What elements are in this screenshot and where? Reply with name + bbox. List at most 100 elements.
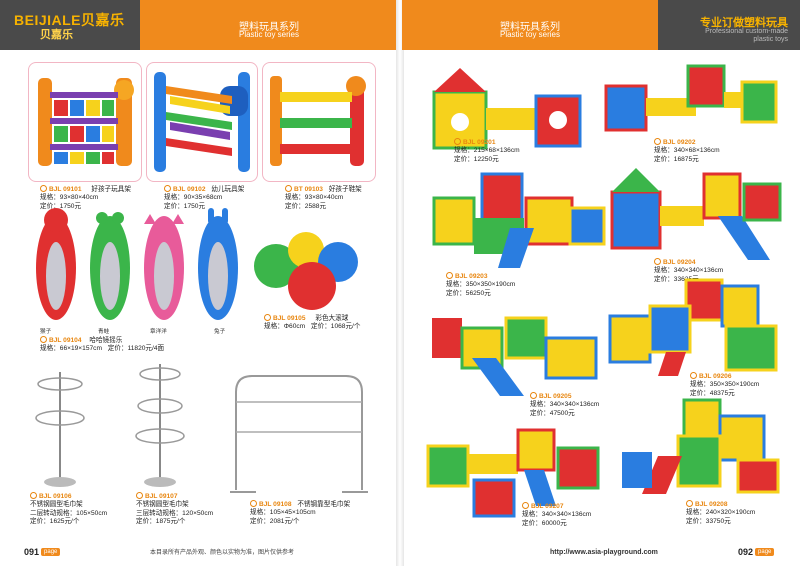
- product-spec: 规格：93×80×40cm: [40, 194, 99, 202]
- page-tag: page: [41, 547, 61, 556]
- towel-rack-3-image: [135, 364, 185, 487]
- custom-title-en: Professional custom-made plastic toys: [705, 28, 788, 43]
- product-code: BJL 09207: [522, 503, 564, 510]
- product-name: 不锈钢圆型毛巾架: [136, 501, 189, 509]
- product-caption: BJL 09202 规格：340×68×136cm 定价：16875元: [654, 138, 720, 164]
- product-spec: 规格：350×350×190cm: [446, 281, 516, 289]
- playhouse-slide-image: [608, 278, 778, 376]
- product-price: 定价：1625元/个: [30, 518, 80, 526]
- toy-shelf-image: [154, 72, 250, 172]
- shoe-rack-image: [270, 76, 366, 166]
- series-title-en: Plastic toy series: [238, 30, 300, 39]
- product-spec: 三层转动规格：120×50cm: [136, 509, 214, 517]
- mirror-label: 青蛙: [98, 329, 110, 335]
- product-caption: BJL 09102 幼儿玩具架 规格：90×35×68cm 定价：1750元: [164, 185, 244, 211]
- series-band-right: 塑料玩具系列 Plastic toy series: [402, 0, 658, 50]
- product-code: BT 09103: [285, 186, 323, 193]
- product-price: 定价：2081元/个: [250, 517, 300, 525]
- right-page: 塑料玩具系列 Plastic toy series 专业订做塑料玩具 Profe…: [402, 0, 800, 566]
- product-spec: 规格：340×340×136cm: [522, 511, 592, 519]
- page-gutter: [396, 0, 404, 566]
- product-code: BJL 09201: [454, 139, 496, 146]
- product-price: 定价：60000元: [522, 519, 567, 527]
- product-spec: 规格：93×80×40cm: [285, 194, 344, 202]
- website-url[interactable]: http://www.asia-playground.com: [550, 549, 658, 556]
- product-caption: BJL 09205 规格：340×340×136cm 定价：47500元: [530, 392, 599, 418]
- towel-rack-2-image: [35, 372, 85, 487]
- series-title-cn: 塑料玩具系列: [239, 22, 299, 33]
- product-spec: 规格：66×19×157cm: [40, 345, 102, 353]
- page-number: 091: [24, 546, 40, 557]
- product-caption: BJL 09201 规格：215×68×136cm 定价：12250元: [454, 138, 520, 164]
- product-code: BJL 09101: [40, 186, 82, 193]
- series-title-en: Plastic toy series: [499, 30, 561, 39]
- product-code: BJL 09104: [40, 337, 82, 344]
- product-code: BJL 09102: [164, 186, 206, 193]
- product-code: BJL 09205: [530, 393, 572, 400]
- product-spec: 规格：105×45×105cm: [250, 509, 316, 517]
- product-caption: BJL 09106 不锈钢圆型毛巾架 二层转动规格：105×50cm 定价：16…: [30, 492, 107, 527]
- page-number: 092: [738, 546, 754, 557]
- mirror-label: 兔子: [214, 329, 226, 335]
- product-name: 哈哈镜摇乐: [89, 337, 123, 344]
- playhouse-tunnel-long-image: [604, 64, 778, 132]
- product-spec: 规格：Φ60cm: [264, 323, 306, 331]
- product-spec: 规格：340×68×136cm: [654, 147, 720, 155]
- product-price: 定价：56250元: [446, 289, 491, 297]
- product-caption: BJL 09206 规格：350×350×190cm 定价：48375元: [690, 372, 759, 398]
- product-name: 不锈钢圆型毛巾架: [30, 501, 83, 509]
- product-frame: [262, 62, 376, 182]
- product-code: BJL 09108: [250, 501, 292, 508]
- product-code: BJL 09105: [264, 315, 306, 322]
- toy-shelf-image: [38, 78, 134, 166]
- product-spec: 二层转动规格：105×50cm: [30, 509, 108, 517]
- product-name: 幼儿玩具架: [211, 186, 245, 193]
- colored-balls-image: [254, 232, 358, 310]
- product-caption: BJL 09107 不锈钢圆型毛巾架 三层转动规格：120×50cm 定价：18…: [136, 492, 213, 527]
- product-spec: 规格：340×340×136cm: [654, 267, 724, 275]
- playhouse-slide-image: [432, 172, 606, 268]
- brand-sub: 贝嘉乐: [40, 29, 73, 41]
- playhouse-slide-image: [426, 428, 600, 518]
- product-name: 好孩子鞋架: [328, 186, 362, 193]
- product-spec: 规格：350×350×190cm: [690, 381, 760, 389]
- product-code: BJL 09208: [686, 501, 728, 508]
- product-spec: 规格：340×340×136cm: [530, 401, 600, 409]
- product-code: BJL 09204: [654, 259, 696, 266]
- mirror-label: 章洋洋: [150, 329, 167, 335]
- product-caption: BJL 09208 规格：240×320×190cm 定价：33750元: [686, 500, 755, 526]
- product-price: 定价：48375元: [690, 389, 735, 397]
- page-number-left: 091 page: [24, 546, 61, 557]
- product-frame: [146, 62, 258, 182]
- product-caption: BJL 09101 好孩子玩具架 规格：93×80×40cm 定价：1750元: [40, 185, 131, 211]
- product-code: BJL 09107: [136, 493, 178, 500]
- product-code: BJL 09202: [654, 139, 696, 146]
- brand-logo: BEIJIALE贝嘉乐: [14, 12, 125, 28]
- left-page: BEIJIALE贝嘉乐 贝嘉乐 塑料玩具系列 Plastic toy serie…: [0, 0, 398, 566]
- custom-band: 专业订做塑料玩具 Professional custom-made plasti…: [658, 0, 800, 50]
- custom-title-cn: 专业订做塑料玩具: [700, 17, 788, 29]
- product-caption: BT 09103 好孩子鞋架 规格：93×80×40cm 定价：2588元: [285, 185, 362, 211]
- product-price: 定价：33625元: [654, 275, 699, 283]
- mirror-label: 猴子: [40, 329, 52, 335]
- product-price: 定价：1875元/个: [136, 518, 186, 526]
- page-number-right: 092 page: [738, 546, 775, 557]
- playhouse-slide-image: [622, 398, 780, 494]
- series-band-left: 塑料玩具系列 Plastic toy series: [140, 0, 398, 50]
- product-spec: 规格：90×35×68cm: [164, 194, 223, 202]
- product-price: 定价：1750元: [40, 202, 82, 210]
- product-price: 定价：2588元: [285, 202, 327, 210]
- product-price: 定价：12250元: [454, 155, 499, 163]
- product-frame: [28, 62, 142, 182]
- page-tag: page: [755, 547, 775, 556]
- product-code: BJL 09106: [30, 493, 72, 500]
- product-code: BJL 09203: [446, 273, 488, 280]
- product-caption: BJL 09105 彩色大滚球 规格：Φ60cm 定价：1068元/个: [264, 314, 361, 332]
- series-title-cn: 塑料玩具系列: [500, 22, 560, 33]
- product-spec: 规格：240×320×190cm: [686, 509, 756, 517]
- brand-band: BEIJIALE贝嘉乐 贝嘉乐: [0, 0, 140, 50]
- product-caption: BJL 09203 规格：350×350×190cm 定价：56250元: [446, 272, 515, 298]
- product-name: 彩色大滚球: [315, 315, 349, 322]
- footer-notice: 本目录所有产品外观、颜色以实物为准，图片仅供参考: [150, 550, 295, 556]
- product-caption: BJL 09204 规格：340×340×136cm 定价：33625元: [654, 258, 723, 284]
